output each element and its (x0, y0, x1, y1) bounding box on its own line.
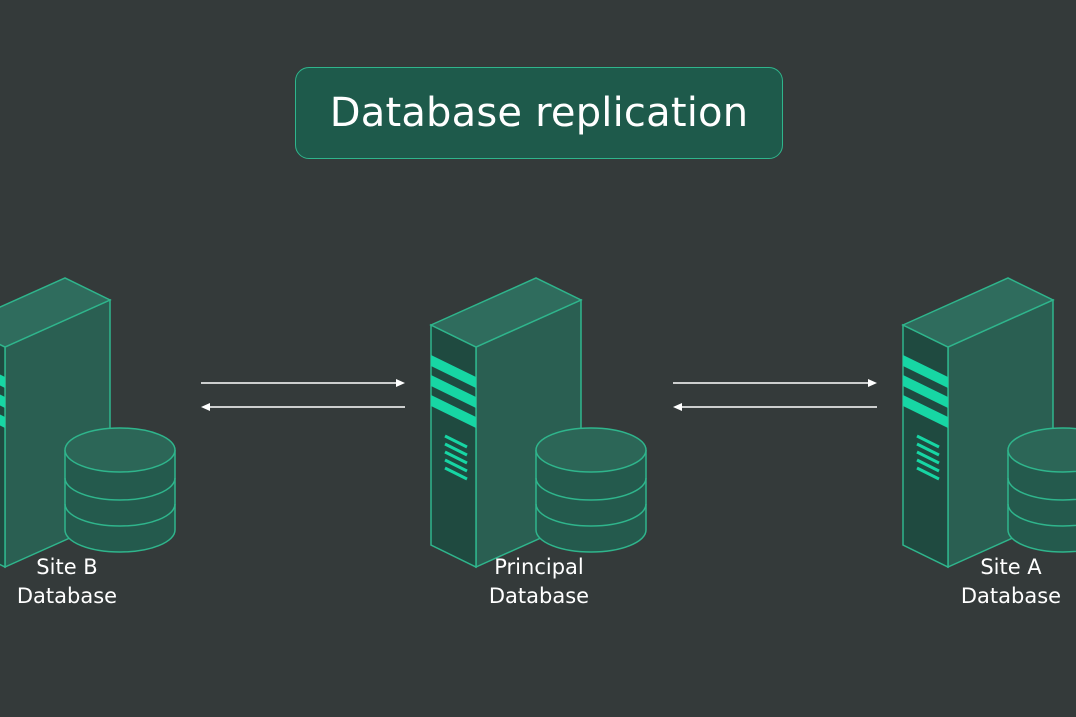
node-label-line: Site A (980, 555, 1042, 579)
node-label-principal: Principal Database (429, 553, 649, 611)
server-principal-icon (429, 276, 648, 569)
diagram-title: Database replication (329, 90, 749, 136)
server-site-a-icon (901, 276, 1076, 569)
title-box: Database replication (295, 67, 783, 159)
arrow-pair-left (201, 379, 405, 411)
arrow-pair-right (673, 379, 877, 411)
node-label-site-b: Site B Database (0, 553, 177, 611)
node-label-line: Database (16, 584, 118, 608)
node-label-site-a: Site A Database (901, 553, 1076, 611)
node-label-line: Site B (36, 555, 98, 579)
node-label-line: Principal (494, 555, 584, 579)
node-label-line: Database (960, 584, 1062, 608)
server-site-b-icon (0, 276, 177, 569)
node-label-line: Database (488, 584, 590, 608)
